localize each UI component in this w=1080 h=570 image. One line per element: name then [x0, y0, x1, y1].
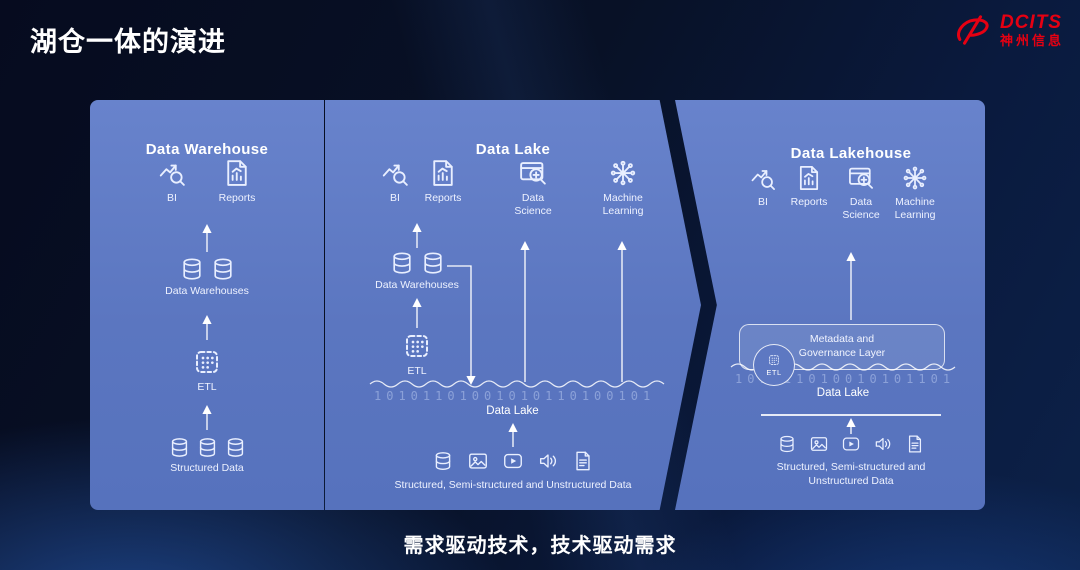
database-icons [179, 256, 236, 282]
stage-label: Structured Data [170, 462, 244, 474]
brand-name: DCITS [999, 12, 1062, 33]
etl-chip-icon [767, 353, 781, 367]
consumer-label: Data Science [514, 192, 552, 218]
page-title: 湖仓一体的演进 [30, 27, 226, 57]
data-lake-band: 1010110100101011010010101101001010110100… [369, 380, 665, 420]
reports-icon [428, 158, 458, 188]
database-icon [420, 250, 446, 276]
consumer-reports: Reports [785, 164, 833, 209]
database-icons [389, 250, 446, 276]
machine-learning-icon [901, 164, 929, 192]
image-icon [467, 450, 489, 472]
etl-chip-icon [401, 330, 433, 362]
stage-label: ETL [197, 381, 217, 393]
source-caption: Structured, Semi-structured and Unstruct… [394, 479, 632, 491]
brand-logo: DCITS 神州信息 [952, 12, 1064, 49]
brand-company-name: 神州信息 [999, 32, 1064, 48]
source-caption: Structured, Semi-structured and Unstruct… [776, 461, 926, 488]
consumer-data-science: Data Science [507, 158, 559, 218]
audio-icon [873, 434, 893, 454]
metadata-label: Metadata and Governance Layer [798, 333, 886, 359]
consumer-bi: BI [369, 158, 421, 205]
wave-line [369, 380, 665, 388]
machine-learning-icon [608, 158, 638, 188]
reports-icon [795, 164, 823, 192]
stage-etl: ETL [387, 330, 447, 377]
brand-text: DCITS 神州信息 [1000, 12, 1064, 49]
database-icon [389, 250, 415, 276]
database-icon [210, 256, 236, 282]
binary-texture: 1010110100101011010010101101001010110100… [374, 389, 651, 403]
data-lake-label: Data Lake [816, 387, 870, 399]
consumer-label: BI [390, 192, 400, 204]
consumer-label: Machine Learning [602, 192, 644, 218]
document-icon [905, 434, 925, 454]
consumer-bi: BI [142, 158, 202, 205]
consumer-bi: BI [739, 164, 787, 209]
consumer-label: BI [758, 196, 768, 208]
database-icon [196, 436, 219, 459]
stage-data-warehouses: Data Warehouses [365, 250, 469, 291]
panel-title: Data Lake [475, 141, 551, 158]
consumer-label: Data Science [842, 196, 880, 222]
audio-icon [537, 450, 559, 472]
database-icon [777, 434, 797, 454]
database-icons [168, 436, 247, 459]
panel-data-lake: Data Lake BI Reports Data Science Machin… [325, 100, 701, 510]
consumer-label: Reports [790, 196, 828, 208]
data-science-icon [847, 164, 875, 192]
bi-icon [749, 164, 777, 192]
panel-title: Data Warehouse [145, 141, 269, 158]
database-icon [179, 256, 205, 282]
panel-data-warehouse: Data Warehouse BI Reports Data Warehouse… [90, 100, 324, 510]
database-icon [432, 450, 454, 472]
stage-label: Data Warehouses [375, 279, 459, 291]
dcits-swoosh-icon [952, 14, 994, 46]
separator-line [761, 414, 941, 416]
stage-label: Data Warehouses [165, 285, 249, 297]
database-icon [224, 436, 247, 459]
stage-etl: ETL [177, 346, 237, 393]
consumer-machine-learning: Machine Learning [891, 164, 939, 222]
source-icons-row [777, 434, 925, 454]
video-icon [841, 434, 861, 454]
consumer-label: Machine Learning [894, 196, 936, 222]
data-science-icon [518, 158, 548, 188]
consumer-label: Reports [218, 192, 256, 204]
consumer-reports: Reports [207, 158, 267, 205]
reports-icon [222, 158, 252, 188]
consumer-machine-learning: Machine Learning [597, 158, 649, 218]
bi-icon [157, 158, 187, 188]
etl-label: ETL [766, 368, 782, 377]
document-icon [572, 450, 594, 472]
panel-data-lakehouse: Data Lakehouse BI Reports Data Science M… [675, 100, 985, 510]
etl-chip-icon [191, 346, 223, 378]
source-icons-row [432, 450, 594, 472]
etl-circle: ETL [753, 344, 795, 386]
consumer-reports: Reports [417, 158, 469, 205]
image-icon [809, 434, 829, 454]
bi-icon [380, 158, 410, 188]
stage-structured-data: Structured Data [155, 436, 259, 474]
consumer-label: BI [167, 192, 177, 204]
data-lake-label: Data Lake [486, 405, 539, 417]
video-icon [502, 450, 524, 472]
evolution-diagram: Data Warehouse BI Reports Data Warehouse… [90, 100, 985, 510]
consumer-label: Reports [424, 192, 462, 204]
panel-title: Data Lakehouse [790, 145, 912, 162]
stage-data-warehouses: Data Warehouses [155, 256, 259, 297]
footer-slogan: 需求驱动技术，技术驱动需求 [403, 535, 677, 557]
database-icon [168, 436, 191, 459]
stage-label: ETL [407, 365, 427, 377]
consumer-data-science: Data Science [837, 164, 885, 222]
